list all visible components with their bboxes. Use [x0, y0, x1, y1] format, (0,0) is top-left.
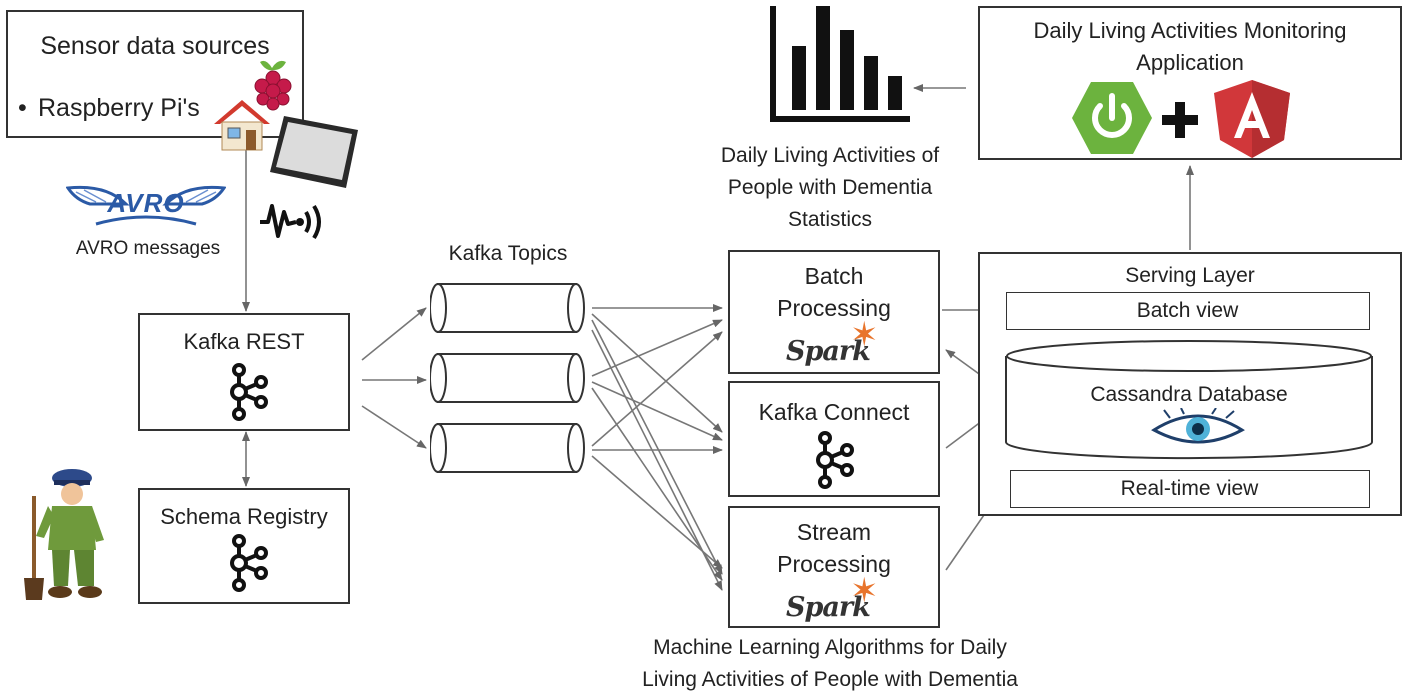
stats-line3: Statistics: [787, 208, 873, 231]
stream-line1: Stream: [796, 519, 872, 545]
sensor-title: Sensor data sources: [40, 32, 270, 60]
topic-cylinder-1: [430, 283, 585, 333]
avro-logo-text: AVRO: [107, 188, 185, 218]
spark-logo: Spark: [786, 592, 871, 623]
kafka-connect-label: Kafka Connect: [758, 399, 910, 425]
avro-label: AVRO messages: [75, 238, 221, 259]
sensor-data-sources-box: Sensor data sources • Raspberry Pi's: [6, 10, 304, 138]
angular-icon: [1214, 80, 1290, 158]
stats-line2: People with Dementia: [727, 176, 933, 199]
signal-icon: [260, 204, 321, 240]
cassandra-label: Cassandra Database: [1090, 383, 1288, 406]
stats-line1: Daily Living Activities of: [720, 144, 940, 167]
stream-line2: Processing: [777, 551, 891, 577]
worker-figure-icon: [24, 469, 104, 600]
monitoring-app-box: Daily Living Activities Monitoring Appli…: [978, 6, 1402, 160]
kafka-topics-label: Kafka Topics: [448, 242, 568, 265]
arrow-rest-topic3: [361, 405, 427, 449]
batch-line2: Processing: [777, 295, 891, 321]
batch-view-box: Batch view: [1006, 292, 1370, 330]
realtime-view-label: Real-time view: [1120, 477, 1259, 500]
ml-caption-line1: Machine Learning Algorithms for Daily: [653, 636, 1007, 659]
kafka-icon: [230, 534, 268, 592]
spark-icon: ✶: [850, 316, 879, 354]
kafka-rest-box: Kafka REST: [138, 313, 350, 431]
raspberry-pi-icon: [254, 60, 292, 111]
sensor-item: Raspberry Pi's: [38, 94, 200, 122]
batch-processing-box: Batch Processing Spark ✶: [728, 250, 940, 374]
tablet-icon: [270, 116, 358, 188]
batch-view-label: Batch view: [1136, 299, 1239, 322]
kafka-topics-cylinders: [430, 283, 585, 473]
spark-logo: Spark: [786, 336, 871, 367]
plus-icon: [1162, 102, 1198, 138]
spark-icon: ✶: [850, 572, 879, 610]
app-line1: Daily Living Activities Monitoring: [1033, 18, 1347, 43]
topic-cylinder-3: [430, 423, 585, 473]
serving-layer-title: Serving Layer: [1125, 264, 1255, 287]
ml-caption-line2: Living Activities of People with Dementi…: [642, 668, 1018, 691]
realtime-view-box: Real-time view: [1010, 470, 1370, 508]
kafka-icon: [230, 363, 268, 421]
cassandra-eye-icon: [1151, 408, 1245, 444]
topic-cylinder-2: [430, 353, 585, 403]
arrow-rest-topic1: [361, 307, 427, 361]
bar-chart-icon: [770, 6, 910, 122]
kafka-connect-box: Kafka Connect: [728, 381, 940, 497]
kafka-icon: [816, 431, 854, 489]
spring-boot-icon: [1072, 82, 1152, 154]
schema-registry-box: Schema Registry: [138, 488, 350, 604]
avro-logo: [66, 185, 226, 226]
batch-line1: Batch: [804, 263, 864, 289]
app-line2: Application: [1136, 50, 1244, 75]
house-icon: [214, 100, 270, 151]
kafka-rest-label: Kafka REST: [183, 329, 305, 354]
schema-registry-label: Schema Registry: [160, 504, 328, 529]
cassandra-cylinder: [1005, 340, 1373, 460]
sensor-item-bullet: •: [18, 94, 27, 122]
stream-processing-box: Stream Processing Spark ✶: [728, 506, 940, 628]
